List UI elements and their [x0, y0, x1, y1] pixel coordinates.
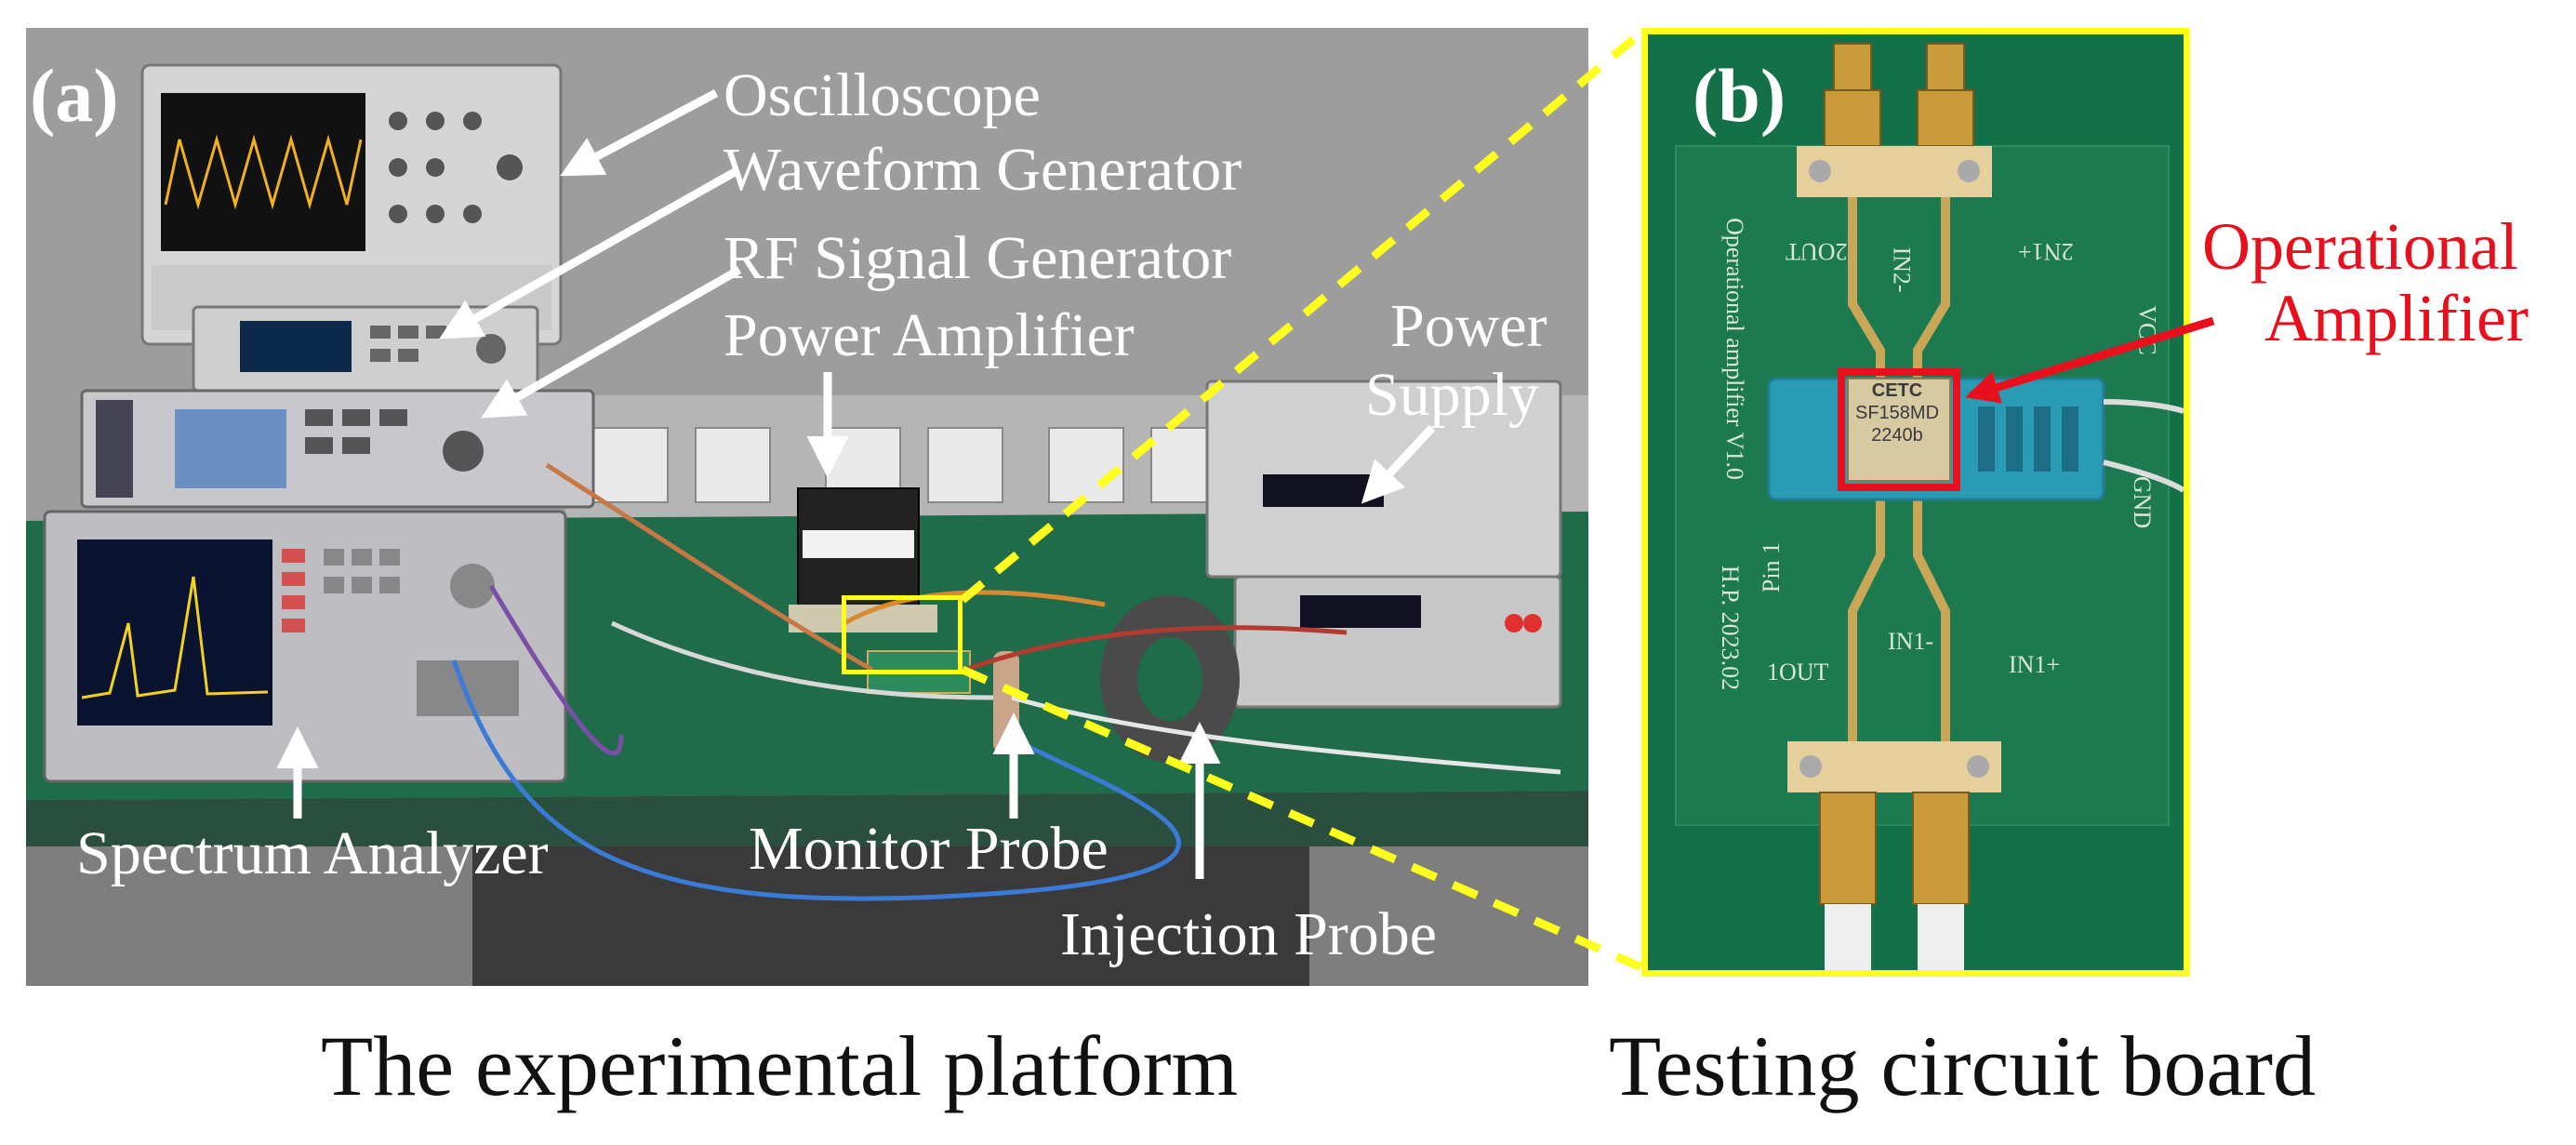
pcb-highlight-box — [842, 595, 963, 674]
waveform-generator-label: Waveform Generator — [724, 136, 1242, 204]
op-amp-label-line1: Operational — [2202, 209, 2518, 284]
spectrum-analyzer-label: Spectrum Analyzer — [76, 819, 549, 887]
panel-a-letter: (a) — [30, 53, 119, 138]
chip-part-text: SF158MD — [1854, 403, 1940, 423]
monitor-probe-label: Monitor Probe — [749, 815, 1109, 883]
op-amp-label-line2: Amplifier — [2264, 281, 2529, 355]
power-amplifier-label: Power Amplifier — [724, 301, 1135, 369]
circuit-board-illustration — [1648, 34, 2184, 970]
injection-probe-label: Injection Probe — [1060, 900, 1438, 968]
board-in1n-text: IN1- — [1888, 628, 1934, 655]
power-supply-arrow — [1361, 424, 1436, 504]
power-supply-label-line2: Supply — [1365, 361, 1540, 429]
platform-photo-illustration — [26, 28, 1588, 986]
chip-brand-text: CETC — [1871, 380, 1923, 401]
rf-signal-generator-label: RF Signal Generator — [724, 224, 1232, 292]
oscilloscope-label: Oscilloscope — [724, 61, 1041, 129]
power-supply-label-line1: Power — [1390, 292, 1547, 360]
circuit-board-photo — [1641, 28, 2190, 977]
waveform-generator-arrow — [439, 168, 737, 340]
platform-photo — [26, 28, 1588, 986]
oscilloscope-arrow — [560, 89, 719, 177]
circuit-board-caption: Testing circuit board — [1609, 1019, 2316, 1113]
panel-a-arrows — [276, 89, 1436, 879]
platform-caption: The experimental platform — [321, 1019, 1239, 1113]
board-1out-text: 1OUT — [1767, 659, 1829, 686]
rf-signal-generator-arrow — [481, 266, 742, 419]
board-in1p-text: IN1+ — [2009, 651, 2061, 678]
panel-b-letter: (b) — [1693, 53, 1786, 138]
chip-code-text: 2240b — [1871, 425, 1923, 446]
chip-marking: CETC SF158MD 2240b — [1851, 379, 1944, 446]
